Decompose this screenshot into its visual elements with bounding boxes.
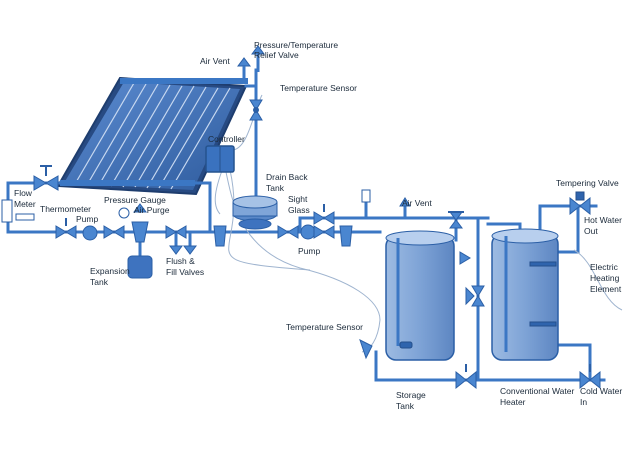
drain-back-tank (232, 195, 278, 230)
expansion-tank (127, 255, 153, 279)
label-tempering-valve: Tempering Valve (556, 178, 619, 188)
label-hot-water-2: Out (584, 226, 598, 236)
label-expansion-tank: Expansion (90, 266, 130, 276)
label-air-vent-mid: Air Vent (402, 198, 432, 208)
controller-box (205, 145, 235, 173)
label-flow-meter: Flow (14, 188, 32, 198)
label-sight-glass-2: Glass (288, 205, 310, 215)
label-air-purge: Air Purge (134, 205, 170, 215)
label-pressure-relief: Pressure/Temperature (254, 40, 339, 50)
label-conventional-heater: Conventional Water (500, 386, 575, 396)
label-sight-glass: Sight (288, 194, 308, 204)
label-air-vent-top: Air Vent (200, 56, 230, 66)
label-flow-meter-2: Meter (14, 199, 36, 209)
label-flush-fill-2: Fill Valves (166, 267, 205, 277)
label-drain-back-2: Tank (266, 183, 284, 193)
label-storage-tank-2: Tank (396, 401, 414, 411)
label-expansion-tank-2: Tank (90, 277, 108, 287)
label-temperature-sensor-bottom: Temperature Sensor (286, 322, 364, 332)
label-conventional-heater-2: Heater (500, 397, 526, 407)
label-electric: Electric (590, 262, 618, 272)
valves-and-fittings (1, 45, 601, 390)
label-drain-back: Drain Back (266, 172, 308, 182)
label-pump-mid: Pump (298, 246, 321, 256)
storage-tank (385, 230, 455, 361)
label-controller: Controller (208, 134, 245, 144)
conventional-water-heater (491, 228, 559, 361)
label-electric-2: Heating (590, 273, 620, 283)
label-storage-tank: Storage (396, 390, 426, 400)
label-thermometer: Thermometer (40, 204, 92, 214)
label-pump-left: Pump (76, 214, 99, 224)
label-hot-water: Hot Water (584, 215, 622, 225)
label-pressure-relief-2: Relief Valve (254, 50, 299, 60)
label-temperature-sensor-top: Temperature Sensor (280, 83, 358, 93)
label-cold-water: Cold Water (580, 386, 623, 396)
solar-collector (56, 76, 248, 196)
label-pressure-gauge: Pressure Gauge (104, 195, 166, 205)
label-cold-water-2: In (580, 397, 588, 407)
label-electric-3: Element (590, 284, 622, 294)
label-flush-fill: Flush & (166, 256, 195, 266)
